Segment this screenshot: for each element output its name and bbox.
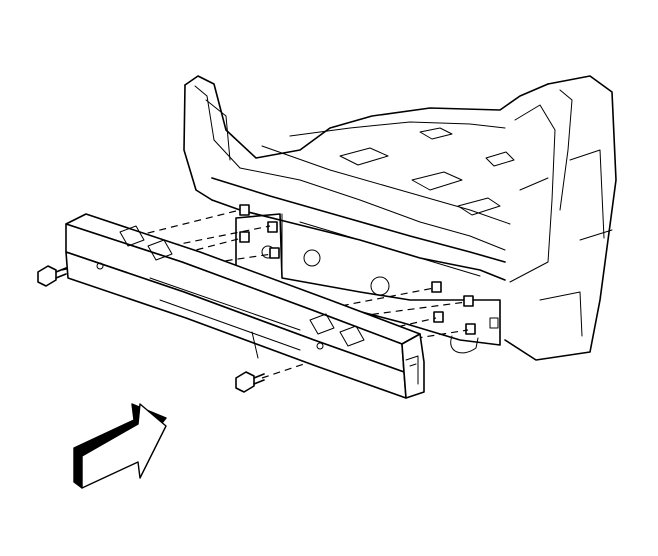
nut-icon (463, 295, 474, 307)
nut-icon (433, 311, 444, 323)
tow-loop (450, 335, 479, 354)
impact-bar-front-face (65, 223, 405, 373)
bolt-icon (235, 371, 265, 393)
floor-slot (411, 171, 463, 191)
bumper-impact-bar (65, 213, 425, 399)
nut-icon (239, 231, 250, 243)
floor-slot (457, 197, 501, 216)
nut-icon (239, 204, 250, 216)
left-body-pillar (184, 75, 549, 159)
floor-slot (419, 127, 453, 140)
nut-icon (465, 323, 476, 335)
nut-icon (267, 221, 278, 233)
nut-icon (269, 247, 280, 259)
nut-group (239, 204, 476, 335)
nut-icon (431, 281, 442, 293)
bolt-icon (37, 265, 67, 287)
right-body-pillar (504, 75, 617, 361)
cargo-floor (239, 167, 506, 251)
impact-bar-end (401, 333, 425, 399)
floor-slot (485, 151, 515, 167)
direction-arrow-icon (73, 403, 167, 489)
floor-slot (339, 147, 389, 166)
